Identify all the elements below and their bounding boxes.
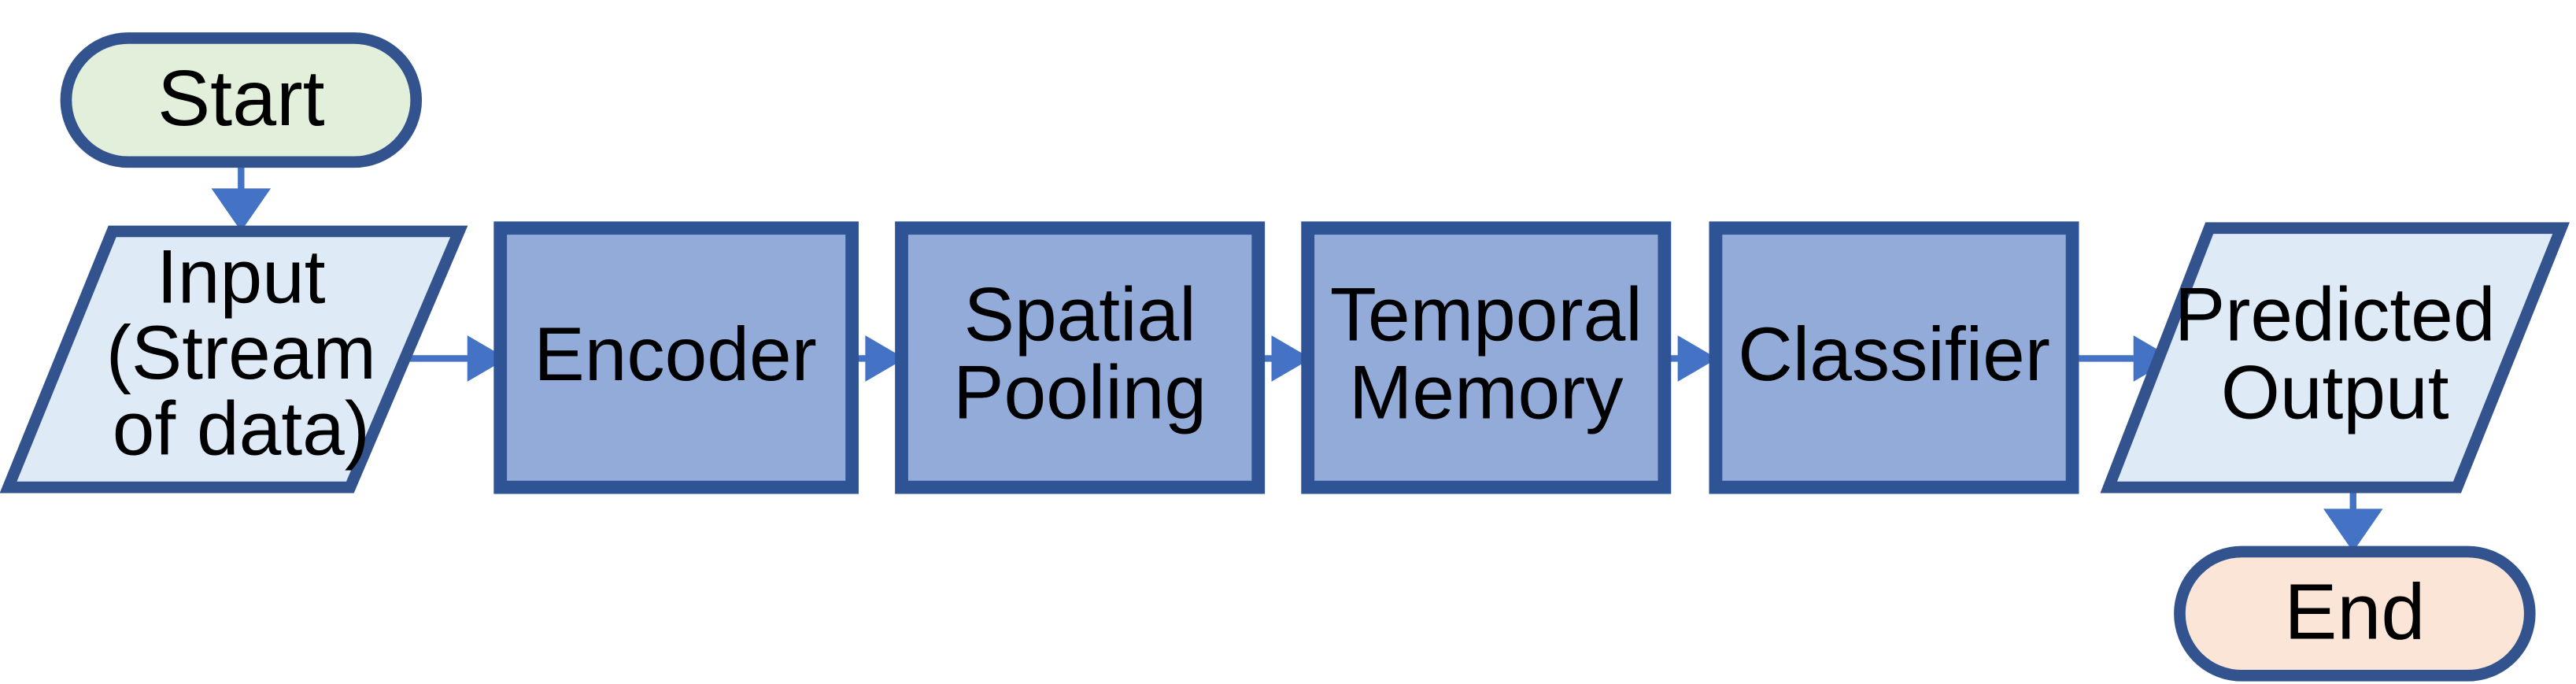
predicted-output-label-line-2: Output xyxy=(2221,350,2449,434)
node-spatial-pooling[interactable]: Spatial Pooling xyxy=(895,221,1266,494)
classifier-shape xyxy=(1709,221,2079,494)
end-shape xyxy=(2174,545,2536,682)
node-input[interactable]: Input (Stream of data) xyxy=(0,225,468,494)
encoder-shape xyxy=(493,221,859,494)
node-predicted-output[interactable]: Predicted Output xyxy=(2100,222,2570,494)
node-temporal-memory[interactable]: Temporal Memory xyxy=(1301,221,1672,494)
edge-input-to-encoder xyxy=(409,335,508,382)
predicted-output-shape xyxy=(2100,222,2570,494)
spatial-pooling-label-line-2: Pooling xyxy=(953,350,1207,434)
spatial-pooling-shape xyxy=(895,221,1266,494)
edge-predicted-output-to-end xyxy=(2323,487,2383,552)
input-label-line-2: (Stream xyxy=(106,311,376,395)
spatial-pooling-label-line-1: Spatial xyxy=(964,273,1196,357)
temporal-memory-shape xyxy=(1301,221,1672,494)
node-classifier[interactable]: Classifier xyxy=(1709,221,2079,494)
node-end[interactable]: End xyxy=(2174,545,2536,682)
end-label: End xyxy=(2284,568,2425,656)
classifier-label: Classifier xyxy=(1738,312,2050,397)
input-label-line-1: Input xyxy=(157,235,326,319)
encoder-label: Encoder xyxy=(534,312,816,397)
predicted-output-label-line-1: Predicted xyxy=(2175,273,2496,357)
input-shape xyxy=(0,225,468,494)
start-label: Start xyxy=(157,54,325,142)
node-start[interactable]: Start xyxy=(60,32,423,168)
edge-start-to-input xyxy=(211,160,272,231)
temporal-memory-label-line-1: Temporal xyxy=(1330,273,1643,357)
input-label-line-3: of data) xyxy=(113,386,370,471)
start-shape xyxy=(60,32,423,168)
node-encoder[interactable]: Encoder xyxy=(493,221,859,494)
temporal-memory-label-line-2: Memory xyxy=(1349,350,1624,434)
